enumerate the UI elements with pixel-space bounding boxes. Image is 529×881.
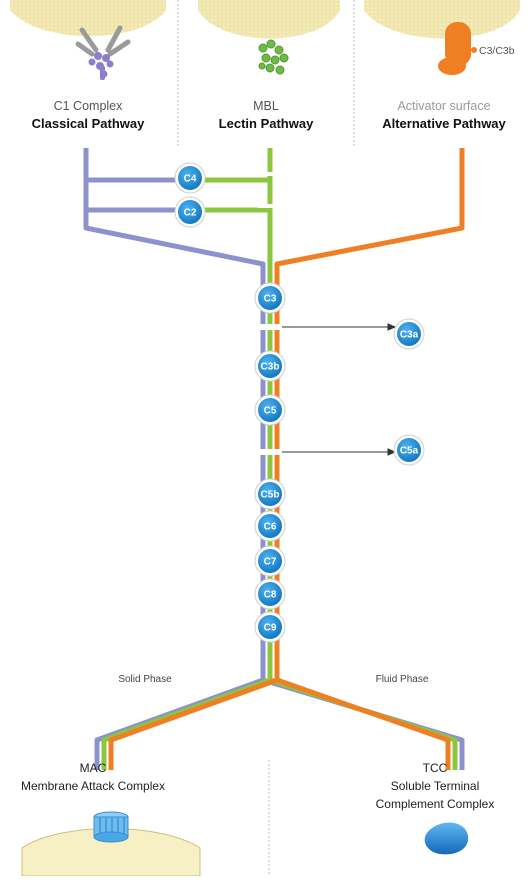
c3-c3b-tag: C3/C3b — [479, 45, 515, 57]
node-c8-label: C8 — [264, 590, 277, 601]
node-c4: C4 — [174, 162, 206, 194]
alternative-initiator-label: Activator surface — [397, 99, 490, 113]
node-c4-label: C4 — [184, 174, 197, 185]
mbl-illustration — [198, 0, 340, 75]
node-c9-label: C9 — [264, 623, 277, 634]
node-c3a-label: C3a — [400, 330, 419, 341]
node-c5b-label: C5b — [261, 490, 280, 501]
node-c5: C5 — [254, 394, 286, 426]
lectin-initiator-label: MBL — [253, 99, 279, 113]
tcc-full-label-line1: Soluble Terminal — [391, 779, 480, 793]
node-c2: C2 — [174, 196, 206, 228]
c1-complex-illustration — [10, 0, 166, 80]
classical-pathway-line — [83, 148, 266, 770]
node-c3: C3 — [254, 282, 286, 314]
node-c7: C7 — [254, 545, 286, 577]
tcc-label: TCC — [423, 761, 448, 775]
tcc-full-label-line2: Complement Complex — [376, 797, 495, 811]
activator-surface-illustration — [364, 0, 520, 75]
classical-fluid-line — [262, 677, 465, 770]
node-c3b-label: C3b — [261, 362, 280, 373]
fluid-phase-label: Fluid Phase — [376, 674, 429, 685]
mac-membrane-illustration — [21, 811, 201, 877]
lectin-fluid-line — [269, 677, 458, 770]
node-c8: C8 — [254, 578, 286, 610]
alternative-pathway-line — [108, 148, 465, 770]
node-c6: C6 — [254, 510, 286, 542]
classical-pathway-title: Classical Pathway — [32, 116, 145, 131]
lectin-pathway-title: Lectin Pathway — [219, 116, 314, 131]
alternative-fluid-line — [276, 677, 451, 770]
node-c9: C9 — [254, 611, 286, 643]
node-c5a-label: C5a — [400, 446, 419, 457]
node-c2-label: C2 — [184, 208, 197, 219]
node-c6-label: C6 — [264, 522, 277, 533]
node-c7-label: C7 — [264, 557, 277, 568]
node-c3-label: C3 — [264, 294, 277, 305]
node-c3b: C3b — [254, 350, 286, 382]
node-c5-label: C5 — [264, 406, 277, 417]
mac-full-label: Membrane Attack Complex — [21, 779, 165, 793]
node-c5b: C5b — [254, 478, 286, 510]
alternative-pathway-title: Alternative Pathway — [382, 116, 506, 131]
mac-label: MAC — [80, 761, 107, 775]
tcc-soluble-complex-illustration — [424, 822, 469, 855]
node-c3a: C3a — [393, 318, 425, 350]
node-c5a: C5a — [393, 434, 425, 466]
solid-phase-label: Solid Phase — [118, 674, 172, 685]
classical-initiator-label: C1 Complex — [54, 99, 124, 113]
